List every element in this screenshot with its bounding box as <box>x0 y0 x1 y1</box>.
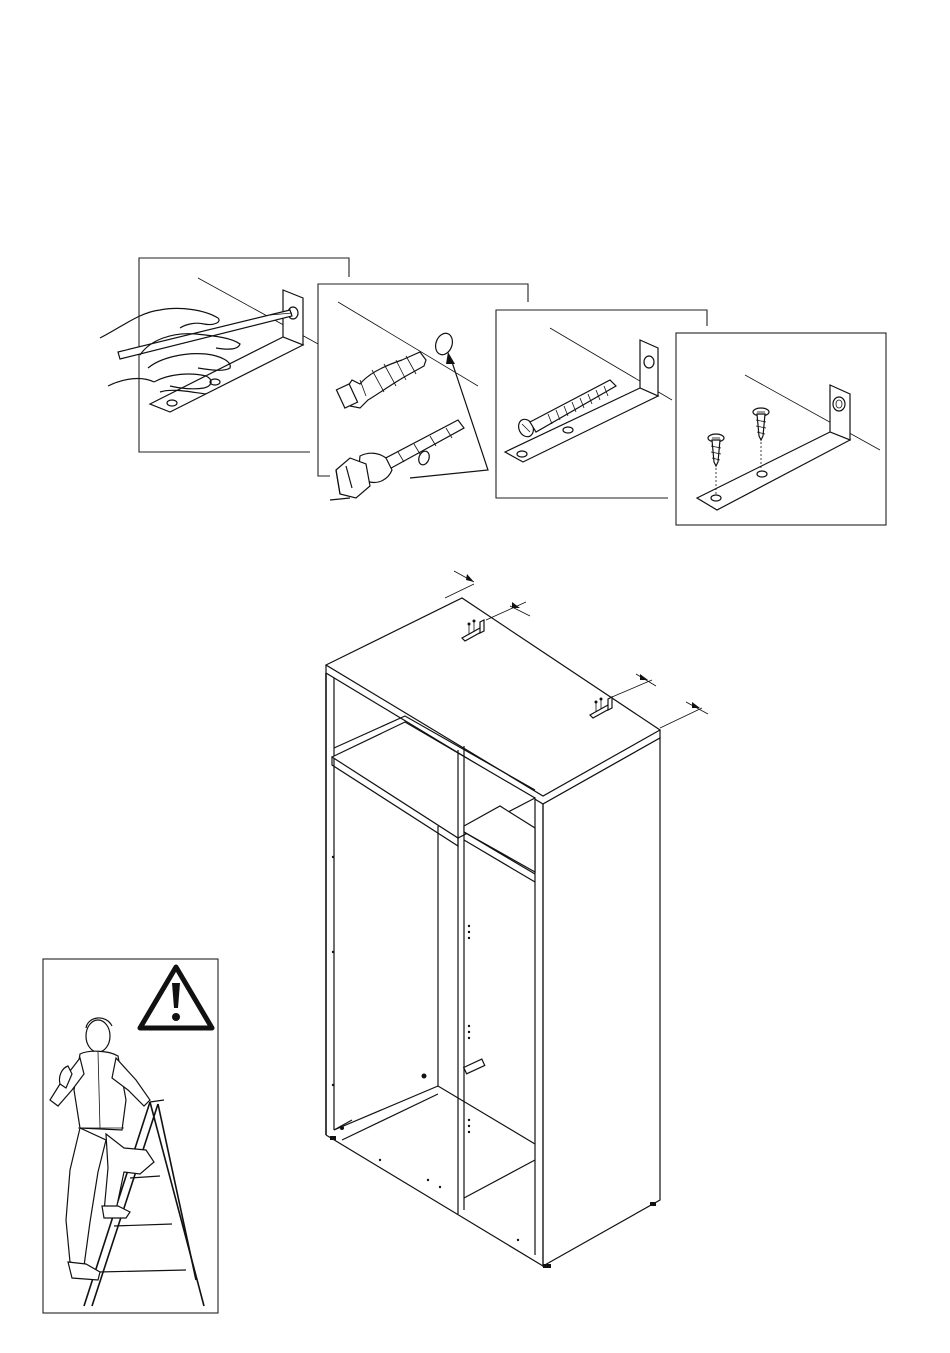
panel-screw-bracket-cabinet <box>676 333 886 525</box>
wardrobe-figure <box>326 571 708 1268</box>
panel-mark-hole <box>100 258 349 452</box>
warning-panel <box>43 959 218 1313</box>
wardrobe-side <box>543 738 660 1266</box>
panel-screw-bracket-wall <box>496 310 707 498</box>
rail-holder <box>464 1059 485 1074</box>
